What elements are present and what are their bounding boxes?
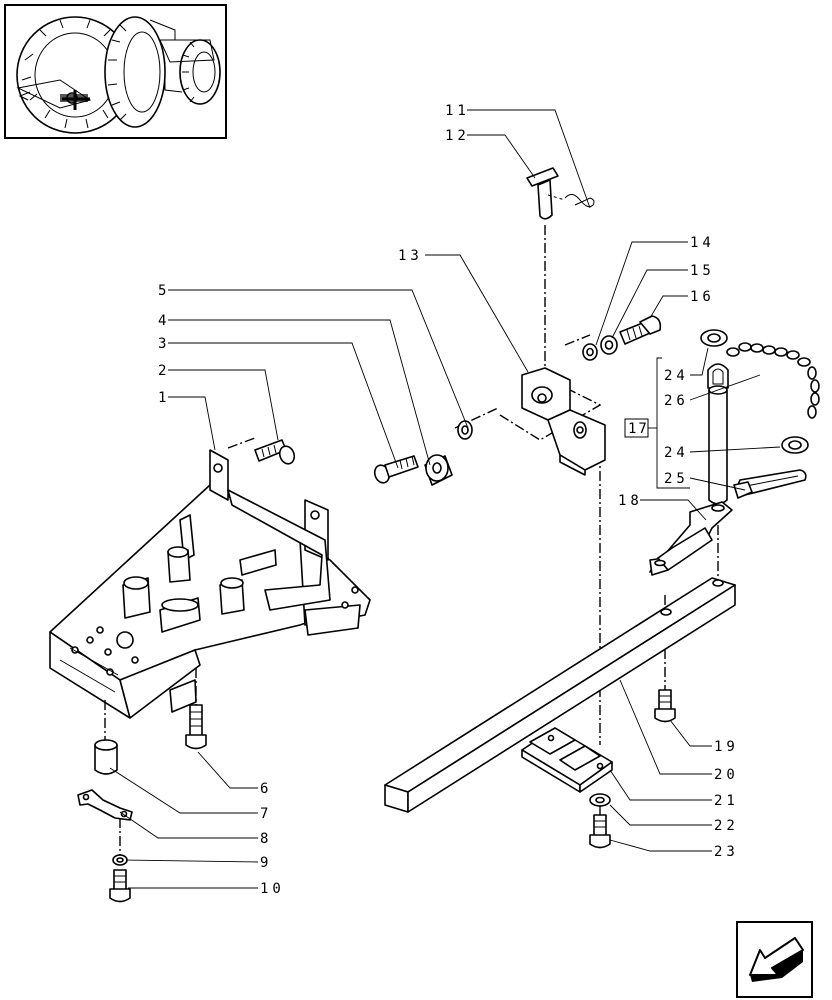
callout-13: 13	[398, 248, 423, 264]
chain	[726, 342, 820, 419]
callout-22: 22	[714, 818, 739, 834]
previous-page-arrow-icon[interactable]	[736, 921, 813, 998]
axis-line-bolt-2	[227, 437, 256, 449]
callout-7: 7	[260, 806, 272, 822]
callout-6: 6	[260, 781, 272, 797]
callout-20: 20	[714, 767, 739, 783]
part-11-clip	[547, 194, 595, 208]
callout-4: 4	[158, 313, 170, 329]
axis-line-washer-14	[564, 334, 591, 346]
part-16-bolt	[619, 315, 662, 345]
callout-9: 9	[260, 855, 272, 871]
callout-5: 5	[158, 283, 170, 299]
callout-17: 17	[628, 421, 649, 437]
callout-16: 16	[690, 289, 715, 305]
part-4-spacer	[424, 454, 453, 486]
callout-3: 3	[158, 336, 170, 352]
part-8-plate	[77, 789, 133, 821]
callout-18: 18	[618, 493, 643, 509]
part-19-bolt	[654, 689, 676, 723]
part-7-pin	[94, 739, 118, 775]
callout-26: 26	[664, 393, 689, 409]
part-24-washer-lower	[781, 436, 809, 454]
part-10-bolt	[109, 869, 131, 903]
callout-8: 8	[260, 831, 272, 847]
leader-lines	[109, 109, 781, 889]
callout-24-lower: 24	[664, 445, 689, 461]
part-14-washer	[582, 343, 598, 361]
part-12-pin	[526, 167, 559, 220]
part-13-hitch-bracket	[521, 367, 606, 476]
part-20-drawbar	[384, 577, 736, 813]
callout-labels: 1 2 3 4 5 6 7 8 9 10 11 12 13 14 15 16 1…	[158, 103, 739, 897]
callout-15: 15	[690, 263, 715, 279]
part-26-drawbar-pin	[707, 363, 729, 505]
part-18-clevis-bracket	[649, 501, 733, 576]
part-23-bolt	[589, 814, 611, 849]
callout-21: 21	[714, 793, 739, 809]
part-22-washer	[589, 793, 611, 807]
callout-24-upper: 24	[664, 368, 689, 384]
part-21-support-plate	[521, 727, 613, 793]
part-9-washer	[112, 854, 128, 866]
callout-23: 23	[714, 844, 739, 860]
callout-2: 2	[158, 363, 170, 379]
callout-14: 14	[690, 235, 715, 251]
part-24-washer-upper	[700, 329, 728, 347]
part-5-washer	[457, 420, 473, 440]
part-15-spacer	[600, 335, 618, 355]
part-1-front-support-bracket	[49, 449, 371, 719]
part-6-bolt	[185, 704, 207, 750]
tractor-thumbnail-icon[interactable]	[4, 4, 227, 139]
callout-25: 25	[664, 471, 689, 487]
callout-1: 1	[158, 390, 170, 406]
callout-10: 10	[260, 881, 285, 897]
group-bracket-17	[624, 357, 690, 489]
callout-19: 19	[714, 739, 739, 755]
callout-12: 12	[445, 128, 470, 144]
part-2-bolt	[254, 439, 296, 465]
callout-11: 11	[445, 103, 470, 119]
part-3-bolt	[373, 455, 419, 484]
part-25-linch-pin	[733, 469, 807, 499]
